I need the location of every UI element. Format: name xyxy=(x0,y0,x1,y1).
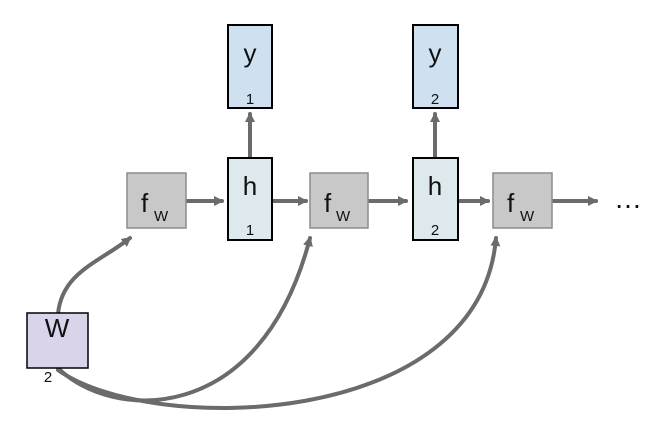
node-y2-subscript: 2 xyxy=(431,91,439,108)
node-w-subscript: 2 xyxy=(44,369,52,386)
node-w: W 2 xyxy=(26,312,89,386)
continuation-ellipsis: … xyxy=(614,183,645,214)
node-y1-label: y xyxy=(244,38,257,68)
node-h2-label: h xyxy=(428,171,442,201)
node-h1-subscript: 1 xyxy=(246,222,254,239)
svg-text:fW: fW xyxy=(324,188,351,225)
node-f3-label: f xyxy=(507,188,515,218)
node-f1-subscript: W xyxy=(154,208,169,225)
node-f2-subscript: W xyxy=(336,208,351,225)
node-f1-label: f xyxy=(141,188,149,218)
edges xyxy=(56,112,598,410)
node-f2-label: f xyxy=(324,188,332,218)
node-y2: y 2 xyxy=(412,24,459,109)
node-h2: h 2 xyxy=(412,157,459,241)
node-y2-label: y xyxy=(429,38,442,68)
node-y1: y 1 xyxy=(227,24,273,109)
node-h2-subscript: 2 xyxy=(431,222,439,239)
svg-text:fW: fW xyxy=(507,188,535,225)
edge-w-f3 xyxy=(56,236,501,410)
node-w-label: W xyxy=(45,313,70,343)
node-h1: h 1 xyxy=(227,157,273,241)
node-y1-subscript: 1 xyxy=(246,91,254,108)
node-h1-label: h xyxy=(243,171,257,201)
edge-w-f1 xyxy=(56,236,132,316)
node-f3-subscript: W xyxy=(520,208,535,225)
svg-text:fW: fW xyxy=(141,188,169,225)
